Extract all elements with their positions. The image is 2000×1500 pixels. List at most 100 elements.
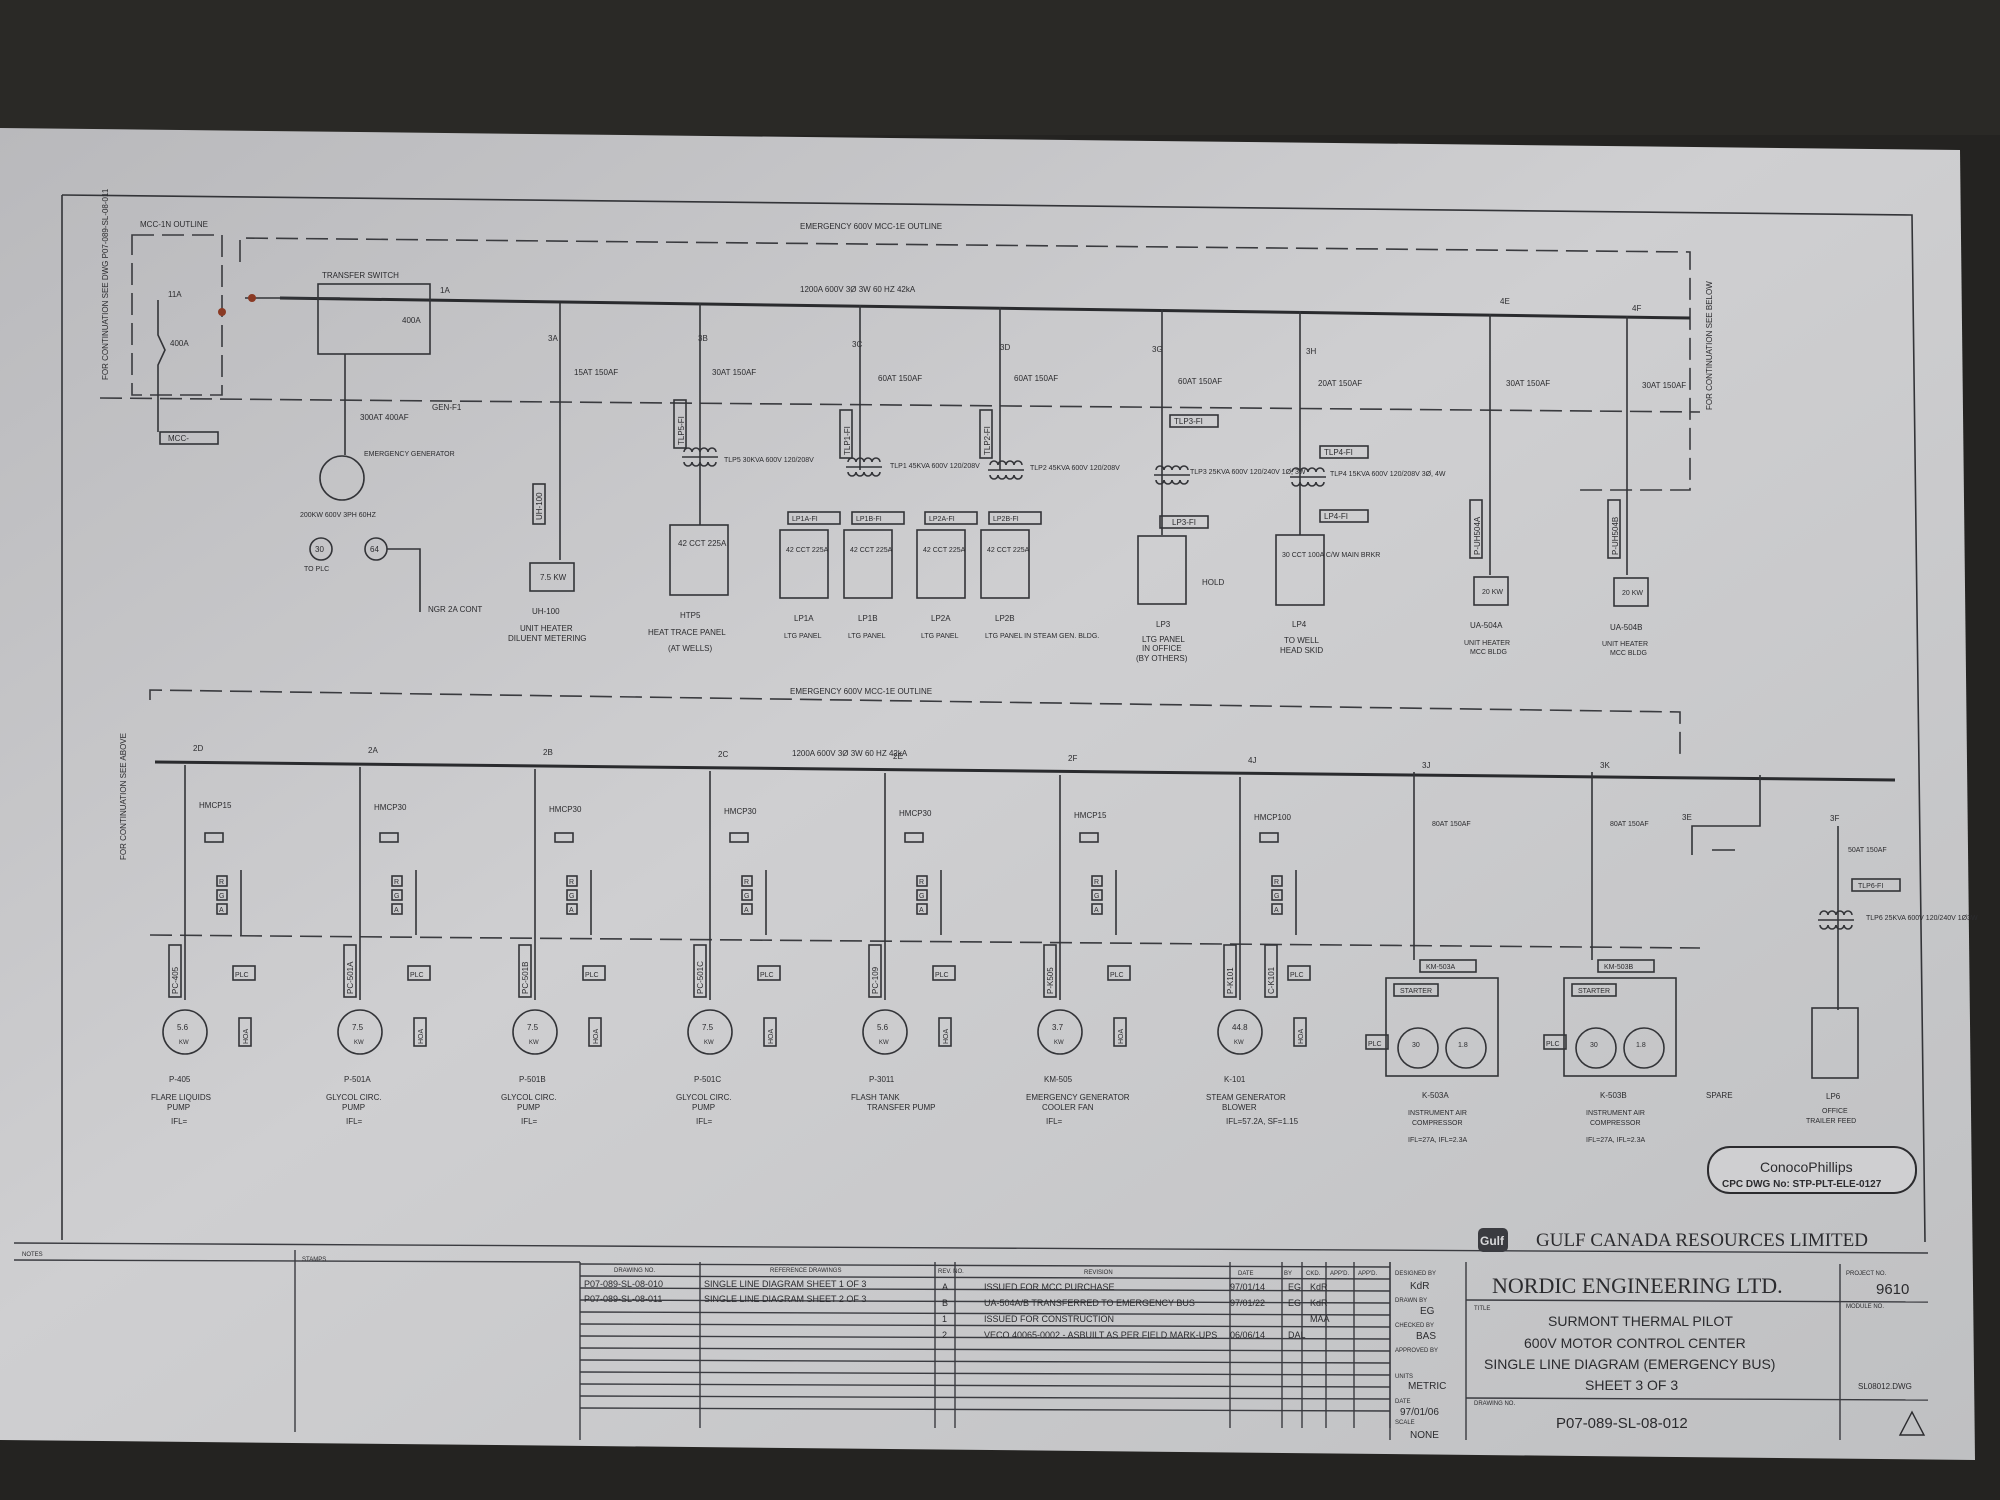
revision-cell: 06/06/14 (1230, 1330, 1265, 1340)
feeder-3g-load-tag: LP3 (1156, 620, 1171, 629)
subpanel-desc: LTG PANEL (921, 633, 959, 640)
motor-kw: 5.6 (877, 1023, 889, 1032)
feeder-3h-fi: TLP4-FI (1324, 448, 1353, 457)
motor-kw: 44.8 (1232, 1023, 1248, 1032)
ngr-label: NGR 2A CONT (428, 605, 482, 614)
feeder-3d-transformer: TLP2 45KVA 600V 120/208V (1030, 465, 1120, 472)
feeder-3c-tag: 3C (852, 340, 862, 349)
indicator-G: G (919, 893, 924, 900)
starter-desc2: TRANSFER PUMP (867, 1103, 935, 1112)
date-label: DATE (1395, 1399, 1411, 1405)
feeder-3g-tag: 3G (1152, 345, 1163, 354)
compressor-plc: PLC (1546, 1041, 1560, 1048)
owner-name: GULF CANADA RESOURCES LIMITED (1536, 1230, 1868, 1251)
bottom-main-bus (154, 760, 1896, 782)
feeder-4e-load-box: 20 KW (1482, 589, 1503, 596)
notes-label: NOTES (22, 1252, 43, 1258)
mcc1n-label: MCC- (168, 434, 189, 443)
compressor-ifl: IFL=27A, IFL=2.3A (1408, 1137, 1467, 1144)
feeder-3h-transformer: TLP4 15KVA 600V 120/208V 3Ø, 4W (1330, 471, 1446, 478)
starter-load-tag: KM-505 (1044, 1075, 1073, 1084)
feeder-3g-breaker: 60AT 150AF (1178, 377, 1222, 386)
motor-kw-unit: KW (879, 1040, 889, 1046)
compressor-kw2: 1.8 (1458, 1042, 1468, 1049)
indicator-R: R (569, 879, 574, 886)
feeder-4f-vertical-tag: P-UH504B (1611, 517, 1620, 555)
title-line-4: SHEET 3 OF 3 (1585, 1377, 1678, 1393)
approved-label: APPROVED BY (1395, 1348, 1438, 1354)
subpanel-box: 42 CCT 225A (987, 547, 1030, 554)
feeder-3h-tag: 3H (1306, 347, 1316, 356)
transfer-switch-tag: 1A (440, 286, 450, 295)
revision-cell: MAA (1310, 1314, 1330, 1324)
revision-cell: 2 (942, 1330, 947, 1340)
lp6-desc2: TRAILER FEED (1806, 1118, 1856, 1125)
feeder-4f-desc1: UNIT HEATER (1602, 641, 1648, 648)
lp6-breaker: 50AT 150AF (1848, 847, 1887, 854)
feeder-3g-desc3: (BY OTHERS) (1136, 654, 1188, 663)
units-label: UNITS (1395, 1374, 1413, 1380)
indicator-G: G (1274, 893, 1279, 900)
compressor-load-tag: K-503A (1422, 1091, 1449, 1100)
to-plc-label: TO PLC (304, 566, 329, 573)
rev-header-no: REV. NO. (938, 1269, 964, 1275)
motor-kw-unit: KW (1234, 1040, 1244, 1046)
lp6-fi: TLP6-FI (1858, 883, 1883, 890)
feeder-3g-transformer: TLP3 25KVA 600V 120/240V 1Ø, 3W (1190, 469, 1306, 476)
starter-desc1: GLYCOL CIRC. (501, 1093, 557, 1102)
starter-load-tag: P-501A (344, 1075, 371, 1084)
starter-desc1: STEAM GENERATOR (1206, 1093, 1286, 1102)
starter-desc1: FLARE LIQUIDS (151, 1093, 211, 1102)
left-continuation-note: FOR CONTINUATION SEE DWG P07-089-SL-08-0… (101, 188, 110, 380)
rev-header-by: BY (1284, 1271, 1292, 1277)
starter-ifl: IFL= (346, 1117, 363, 1126)
transfer-switch-rating: 400A (402, 316, 421, 325)
compressor-desc2: COMPRESSOR (1590, 1120, 1641, 1127)
indicator-R: R (1094, 879, 1099, 886)
subpanel-fi: LP1A-FI (792, 516, 818, 523)
feeder-3g-desc2: IN OFFICE (1142, 644, 1182, 653)
designed-value: KdR (1410, 1281, 1429, 1292)
starter-desc1: FLASH TANK (851, 1093, 900, 1102)
bottom-section: EMERGENCY 600V MCC-1E OUTLINE FOR CONTIN… (119, 687, 1978, 1144)
starter-tag: 2D (193, 744, 203, 753)
feeder-3b-breaker: 30AT 150AF (712, 368, 756, 377)
motor-kw-unit: KW (1054, 1040, 1064, 1046)
revision-cell: ISSUED FOR MCC PURCHASE (984, 1282, 1115, 1292)
spare-label: SPARE (1706, 1091, 1733, 1100)
revision-cell: 97/01/14 (1230, 1282, 1265, 1292)
feeder-3b-load-tag: HTP5 (680, 611, 701, 620)
subpanel-tag: LP1A (794, 614, 814, 623)
revision-cell: UA-504A/B TRANSFERRED TO EMERGENCY BUS (984, 1298, 1195, 1308)
compressor-starter: STARTER (1578, 988, 1610, 995)
starter-plc-tag: PC-405 (171, 966, 180, 994)
units-value: METRIC (1408, 1381, 1446, 1392)
feeder-3d-breaker: 60AT 150AF (1014, 374, 1058, 383)
compressor-desc2: COMPRESSOR (1412, 1120, 1463, 1127)
compressor-ifl: IFL=27A, IFL=2.3A (1586, 1137, 1645, 1144)
feeder-4f-breaker: 30AT 150AF (1642, 381, 1686, 390)
starter-desc2: BLOWER (1222, 1103, 1257, 1112)
starter-tag: 2B (543, 748, 553, 757)
starter-load-tag: P-405 (169, 1075, 191, 1084)
starter-hmcp: HMCP30 (899, 809, 932, 818)
compressor-plc: PLC (1368, 1041, 1382, 1048)
stamp-dwg: CPC DWG No: STP-PLT-ELE-0127 (1722, 1179, 1882, 1190)
starter-ifl: IFL= (171, 1117, 188, 1126)
transfer-switch-title: TRANSFER SWITCH (322, 271, 399, 280)
starter-plc-tag: P-K101 (1226, 967, 1235, 994)
generator-tag: GEN-F1 (432, 403, 462, 412)
indicator-G: G (219, 893, 224, 900)
starter-hmcp: HMCP100 (1254, 813, 1291, 822)
revision-cell: DAL (1288, 1330, 1306, 1340)
feeder-3a-tag: 3A (548, 334, 558, 343)
starter-desc2: PUMP (342, 1103, 365, 1112)
title-line-3: SINGLE LINE DIAGRAM (EMERGENCY BUS) (1484, 1356, 1775, 1372)
lp6-tag: 3F (1830, 814, 1839, 823)
